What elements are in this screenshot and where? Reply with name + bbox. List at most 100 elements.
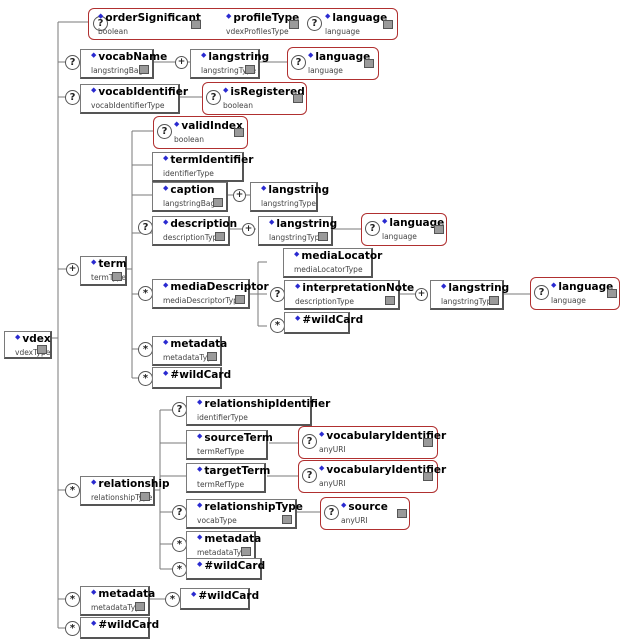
attribute-type: language [308,66,343,75]
node-term-metadata[interactable]: metadata metadataType [152,336,227,366]
attribute-name: profileType [226,12,299,24]
repeatable-icon: * [65,592,80,607]
sequence-icon: + [175,56,188,69]
expand-icon[interactable] [397,509,407,518]
node-metadata[interactable]: metadata metadataType [80,586,155,616]
expand-icon[interactable] [213,198,223,207]
attribute-group-langstring: ? language language [287,47,379,80]
node-sourceTerm[interactable]: sourceTerm termRefType [186,430,273,460]
expand-icon[interactable] [235,295,245,304]
expand-icon[interactable] [423,472,433,481]
expand-icon[interactable] [215,232,225,241]
node-vocabIdentifier[interactable]: vocabIdentifier vocabIdentifierType [80,84,188,114]
expand-icon[interactable] [207,352,217,361]
node-mediaLocator[interactable]: mediaLocator mediaLocatorType [283,248,382,278]
node-description[interactable]: description descriptionType [152,216,237,246]
expand-icon[interactable] [135,602,145,611]
attribute-language[interactable]: ? language language [362,217,444,243]
node-relationshipIdentifier[interactable]: relationshipIdentifier identifierType [186,396,330,426]
attribute-name: vocabularyIdentifier [319,464,446,476]
node-type: relationshipType [91,493,153,502]
attribute-source[interactable]: ? source anyURI [321,501,407,527]
expand-icon[interactable] [191,20,201,29]
attribute-group-vdex: ? orderSignificant boolean profileType v… [88,8,398,40]
node-vdex[interactable]: vdex vdexType [4,331,52,359]
optional-icon: ? [65,55,80,70]
node-type: vdexType [15,348,51,357]
attribute-name: orderSignificant [98,12,201,24]
node-relationship-metadata[interactable]: metadata metadataType [186,531,261,561]
expand-icon[interactable] [282,515,292,524]
node-name: sourceTerm [197,432,272,444]
expand-icon[interactable] [112,272,122,281]
node-type: vocabType [197,516,237,525]
node-name: langstring [269,218,337,230]
node-type: mediaLocatorType [294,265,363,274]
node-mediaDescriptor-wildcard[interactable]: #wildCard [284,312,363,334]
expand-icon[interactable] [234,128,244,137]
attribute-group-langstring: ? language language [530,277,620,310]
node-caption[interactable]: caption langstringBag [152,182,228,212]
attribute-type: language [325,27,360,36]
optional-icon: ? [206,90,221,105]
node-metadata-wildcard[interactable]: #wildCard [180,588,259,610]
node-description-langstring[interactable]: langstring langstringType [258,216,337,246]
node-interpretationNote-langstring[interactable]: langstring langstringType [430,280,509,310]
attribute-name: language [325,12,387,24]
node-term-wildcard[interactable]: #wildCard [152,367,231,389]
node-name: relationshipIdentifier [197,398,330,410]
node-termIdentifier[interactable]: termIdentifier identifierType [152,152,253,182]
attribute-language[interactable]: ? language language [307,12,393,38]
node-relationship-wildcard[interactable]: #wildCard [186,558,265,580]
attribute-type: language [382,232,417,241]
node-relationshipType[interactable]: relationshipType vocabType [186,499,303,529]
expand-icon[interactable] [423,438,433,447]
node-mediaDescriptor[interactable]: mediaDescriptor mediaDescriptorType [152,279,269,309]
attribute-vocabularyIdentifier[interactable]: ? vocabularyIdentifier anyURI [299,430,446,456]
expand-icon[interactable] [241,547,251,556]
attribute-group-targetTerm: ? vocabularyIdentifier anyURI [298,460,446,493]
expand-icon[interactable] [293,94,303,103]
expand-icon[interactable] [364,59,374,68]
expand-icon[interactable] [37,345,47,354]
node-vocabName-langstring[interactable]: langstring langstringType [190,49,269,79]
expand-icon[interactable] [318,232,328,241]
node-term[interactable]: term termType [80,256,127,286]
attribute-orderSignificant[interactable]: orderSignificant boolean [89,12,201,38]
attribute-name: isRegistered [223,86,304,98]
node-interpretationNote[interactable]: interpretationNote descriptionType [284,280,414,310]
optional-icon: ? [172,505,187,520]
expand-icon[interactable] [245,65,255,74]
expand-icon[interactable] [140,492,150,501]
expand-icon[interactable] [434,225,444,234]
expand-icon[interactable] [385,296,395,305]
expand-icon[interactable] [607,289,617,298]
node-name: metadata [163,338,227,350]
node-root-wildcard[interactable]: #wildCard [80,617,159,639]
attribute-validIndex[interactable]: ? validIndex boolean [154,120,244,146]
node-targetTerm[interactable]: targetTerm termRefType [186,463,270,493]
node-vocabName[interactable]: vocabName langstringBag [80,49,167,79]
attribute-vocabularyIdentifier[interactable]: ? vocabularyIdentifier anyURI [299,464,446,490]
node-name: relationship [91,478,169,490]
node-name: description [163,218,237,230]
attribute-isRegistered[interactable]: ? isRegistered boolean [203,86,305,112]
node-name: langstring [261,184,329,196]
node-type: termRefType [197,480,245,489]
attribute-language[interactable]: ? language language [531,281,617,307]
node-caption-langstring[interactable]: langstring langstringType [250,182,329,212]
attribute-profileType[interactable]: profileType vdexProfilesType [217,12,299,38]
node-type: metadataType [197,548,251,557]
expand-icon[interactable] [489,296,499,305]
expand-icon[interactable] [139,65,149,74]
repeatable-icon: * [65,483,80,498]
node-name: vocabIdentifier [91,86,188,98]
node-type: langstringType [441,297,496,306]
attribute-name: validIndex [174,120,242,132]
attribute-name: language [551,281,613,293]
attribute-language[interactable]: ? language language [288,51,374,77]
expand-icon[interactable] [383,20,393,29]
node-relationship[interactable]: relationship relationshipType [80,476,170,506]
expand-icon[interactable] [289,20,299,29]
attribute-type: boolean [98,27,128,36]
